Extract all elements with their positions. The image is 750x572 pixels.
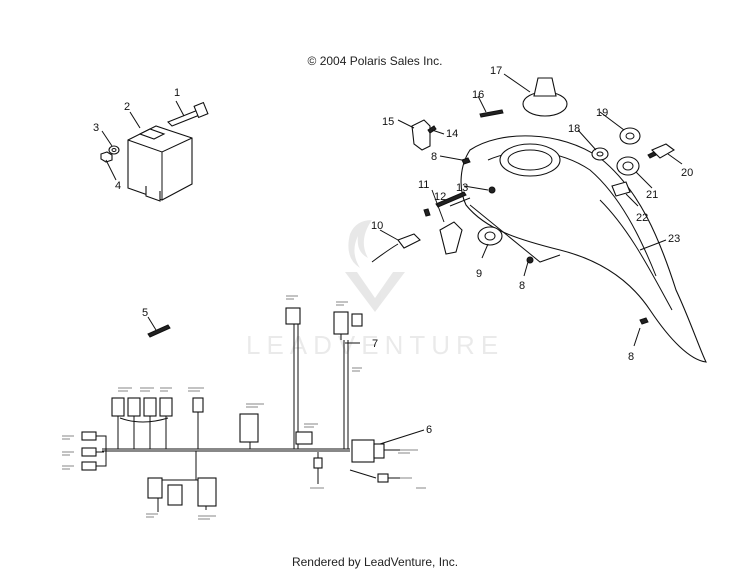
leadventure-watermark — [345, 220, 405, 312]
callout-23: 23 — [668, 233, 680, 245]
callout-22: 22 — [636, 212, 648, 224]
callout-2: 2 — [124, 101, 130, 113]
callout-6: 6 — [426, 424, 432, 436]
callout-7: 7 — [372, 338, 378, 350]
callout-19: 19 — [596, 107, 608, 119]
callout-15: 15 — [382, 116, 394, 128]
headlight-pod-assembly — [371, 77, 707, 363]
callout-14: 14 — [446, 128, 458, 140]
callout-21: 21 — [646, 189, 658, 201]
callout-16: 16 — [472, 89, 484, 101]
callout-18: 18 — [568, 123, 580, 135]
callout-8-top: 8 — [431, 151, 437, 163]
module-assembly — [100, 101, 209, 202]
callout-9: 9 — [476, 268, 482, 280]
callout-1: 1 — [174, 87, 180, 99]
watermark-text: LEADVENTURE — [246, 330, 504, 360]
callout-8-mid: 8 — [519, 280, 525, 292]
callout-12: 12 — [434, 191, 446, 203]
callout-4: 4 — [115, 180, 121, 192]
callout-8-bottom: 8 — [628, 351, 634, 363]
callout-17: 17 — [490, 65, 502, 77]
callout-11: 11 — [418, 179, 429, 191]
callout-5: 5 — [142, 307, 148, 319]
callout-3: 3 — [93, 122, 99, 134]
callout-13: 13 — [456, 182, 468, 194]
clip-part-5 — [147, 324, 171, 338]
rendered-by-text: Rendered by LeadVenture, Inc. — [291, 555, 459, 569]
wiring-harness — [81, 307, 400, 512]
callout-10: 10 — [371, 220, 383, 232]
callout-20: 20 — [681, 167, 693, 179]
harness-tiny-labels — [62, 295, 426, 520]
copyright-text: © 2004 Polaris Sales Inc. — [307, 54, 443, 68]
